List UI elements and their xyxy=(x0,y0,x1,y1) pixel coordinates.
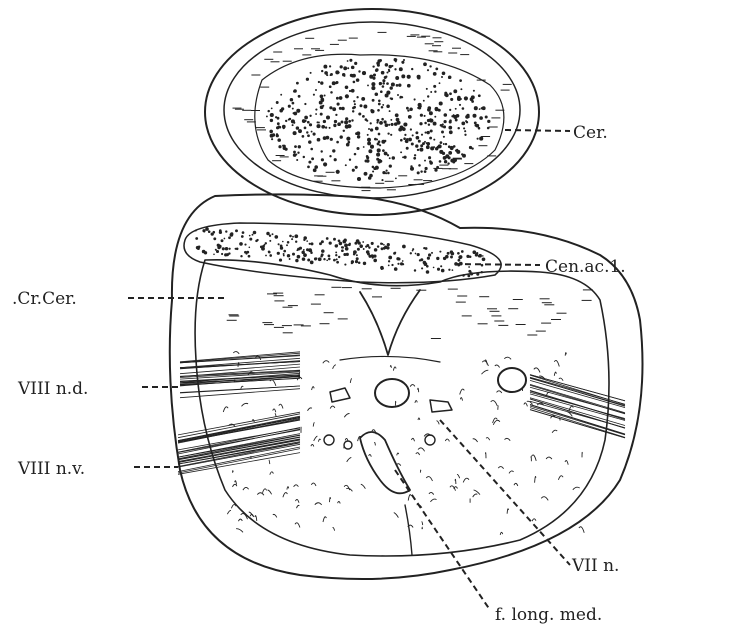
nerve-fibre-bundles xyxy=(178,352,625,475)
label-cer: Cer. xyxy=(573,123,608,143)
label-vii-n: VII n. xyxy=(571,556,619,576)
nuclei xyxy=(324,368,526,493)
label-cr-cer: .Cr.Cer. xyxy=(12,289,77,309)
label-f-long-med: f. long. med. xyxy=(495,605,602,625)
label-viii-nv: VIII n.v. xyxy=(17,459,85,479)
cerebellum-stipple xyxy=(266,58,490,181)
label-cen-ac: Cen.ac.1. xyxy=(545,257,626,277)
label-viii-nd: VIII n.d. xyxy=(17,379,88,399)
cerebellum xyxy=(205,9,539,215)
cen-ac-band xyxy=(184,223,501,283)
medulla-hatching xyxy=(227,287,593,338)
